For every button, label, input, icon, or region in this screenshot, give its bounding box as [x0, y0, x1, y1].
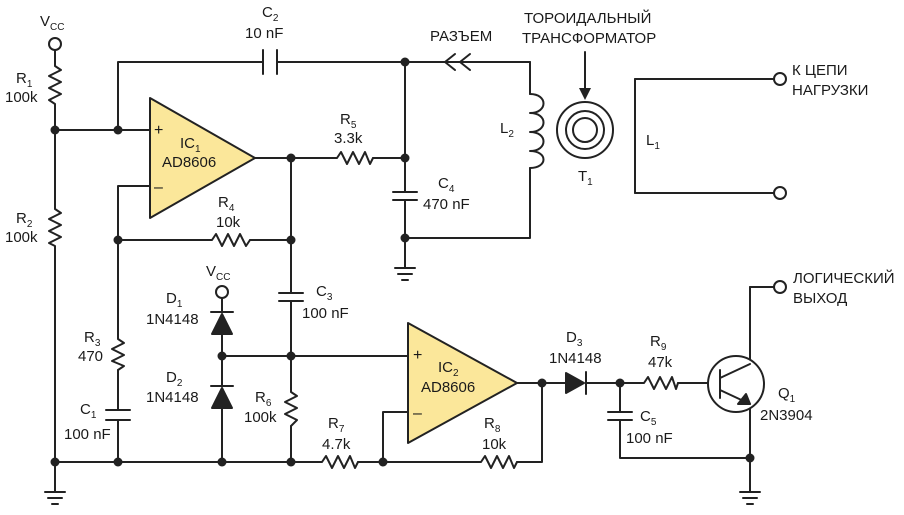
r4-value: 10k [216, 214, 241, 231]
q1-value: 2N3904 [760, 407, 813, 424]
r6-value: 100k [244, 409, 277, 426]
d3-label: D3 [566, 329, 583, 349]
r1-label: R1 [16, 70, 33, 90]
ic2-plus-sign: + [413, 347, 422, 364]
load-label-line2: НАГРУЗКИ [792, 82, 868, 99]
vcc-label-left: VCC [40, 13, 64, 33]
ground-left [44, 491, 66, 505]
r9-label: R9 [650, 333, 667, 353]
connector-label: РАЗЪЕМ [430, 28, 492, 45]
c5-value: 100 nF [626, 430, 673, 447]
ic2-value: AD8606 [421, 379, 475, 396]
c1-label: C1 [80, 401, 97, 421]
t1-label: T1 [578, 168, 593, 188]
resistor-r1 [48, 61, 62, 109]
resistor-r9 [639, 376, 679, 390]
r2-label: R2 [16, 210, 33, 230]
r1-value: 100k [5, 89, 38, 106]
connector-icon [444, 53, 471, 71]
resistor-r8 [476, 455, 518, 469]
r3-value: 470 [78, 348, 103, 365]
r7-label: R7 [328, 415, 345, 435]
r5-label: R5 [340, 111, 357, 131]
c1-value: 100 nF [64, 426, 111, 443]
c4-label: C4 [438, 175, 455, 195]
diode-d2 [210, 385, 234, 409]
d2-value: 1N4148 [146, 389, 199, 406]
d2-label: D2 [166, 369, 183, 389]
diode-d1 [210, 311, 234, 335]
resistor-r6 [284, 387, 298, 427]
toroid-arrow [579, 51, 591, 100]
vcc-terminal-left [48, 37, 62, 51]
toroid-label-line1: ТОРОИДАЛЬНЫЙ [524, 9, 651, 27]
vcc-label-d1: VCC [206, 263, 230, 283]
c2-label: C2 [262, 4, 279, 24]
logic-output-label-line1: ЛОГИЧЕСКИЙ [793, 269, 895, 287]
ic1-label: IC1 [180, 135, 201, 155]
toroid-label-line2: ТРАНСФОРМАТОР [522, 30, 656, 47]
inductor-l2 [529, 93, 545, 169]
r8-value: 10k [482, 436, 507, 453]
resistor-r3 [111, 334, 125, 371]
c3-value: 100 nF [302, 305, 349, 322]
r4-label: R4 [218, 194, 235, 214]
opamp-ic1 [149, 97, 256, 219]
diode-d3 [565, 371, 587, 395]
c3-label: C3 [316, 283, 333, 303]
r3-label: R3 [84, 329, 101, 349]
c2-value: 10 nF [245, 25, 283, 42]
ic1-minus-sign: – [154, 179, 163, 196]
opamp-ic2 [407, 322, 518, 444]
load-terminal-top [773, 72, 787, 86]
r9-value: 47k [648, 354, 673, 371]
c4-value: 470 nF [423, 196, 470, 213]
ic2-minus-sign: – [413, 405, 422, 422]
resistor-r5 [332, 151, 374, 165]
r7-value: 4.7k [322, 436, 351, 453]
ic1-plus-sign: + [154, 122, 163, 139]
toroid-t1 [556, 101, 614, 159]
transistor-q1 [707, 355, 765, 413]
vcc-terminal-d1 [215, 285, 229, 299]
logic-output-terminal [773, 280, 787, 294]
ground-q1 [739, 491, 761, 505]
load-label-line1: К ЦЕПИ [792, 62, 848, 79]
l2-label: L2 [500, 120, 514, 140]
junctions [50, 57, 755, 467]
q1-label: Q1 [778, 385, 796, 405]
resistor-r4 [207, 233, 251, 247]
r5-value: 3.3k [334, 130, 363, 147]
d1-value: 1N4148 [146, 311, 199, 328]
r6-label: R6 [255, 389, 272, 409]
logic-output-label-line2: ВЫХОД [793, 290, 847, 307]
c5-label: C5 [640, 408, 657, 428]
r2-value: 100k [5, 229, 38, 246]
ic2-label: IC2 [438, 359, 459, 379]
ic1-value: AD8606 [162, 154, 216, 171]
d1-label: D1 [166, 290, 183, 310]
r8-label: R8 [484, 415, 501, 435]
ground-c4 [394, 267, 416, 281]
d3-value: 1N4148 [549, 350, 602, 367]
resistor-r2 [48, 204, 62, 249]
l1-label: L1 [646, 132, 660, 152]
load-terminal-bottom [773, 186, 787, 200]
resistor-r7 [317, 455, 359, 469]
